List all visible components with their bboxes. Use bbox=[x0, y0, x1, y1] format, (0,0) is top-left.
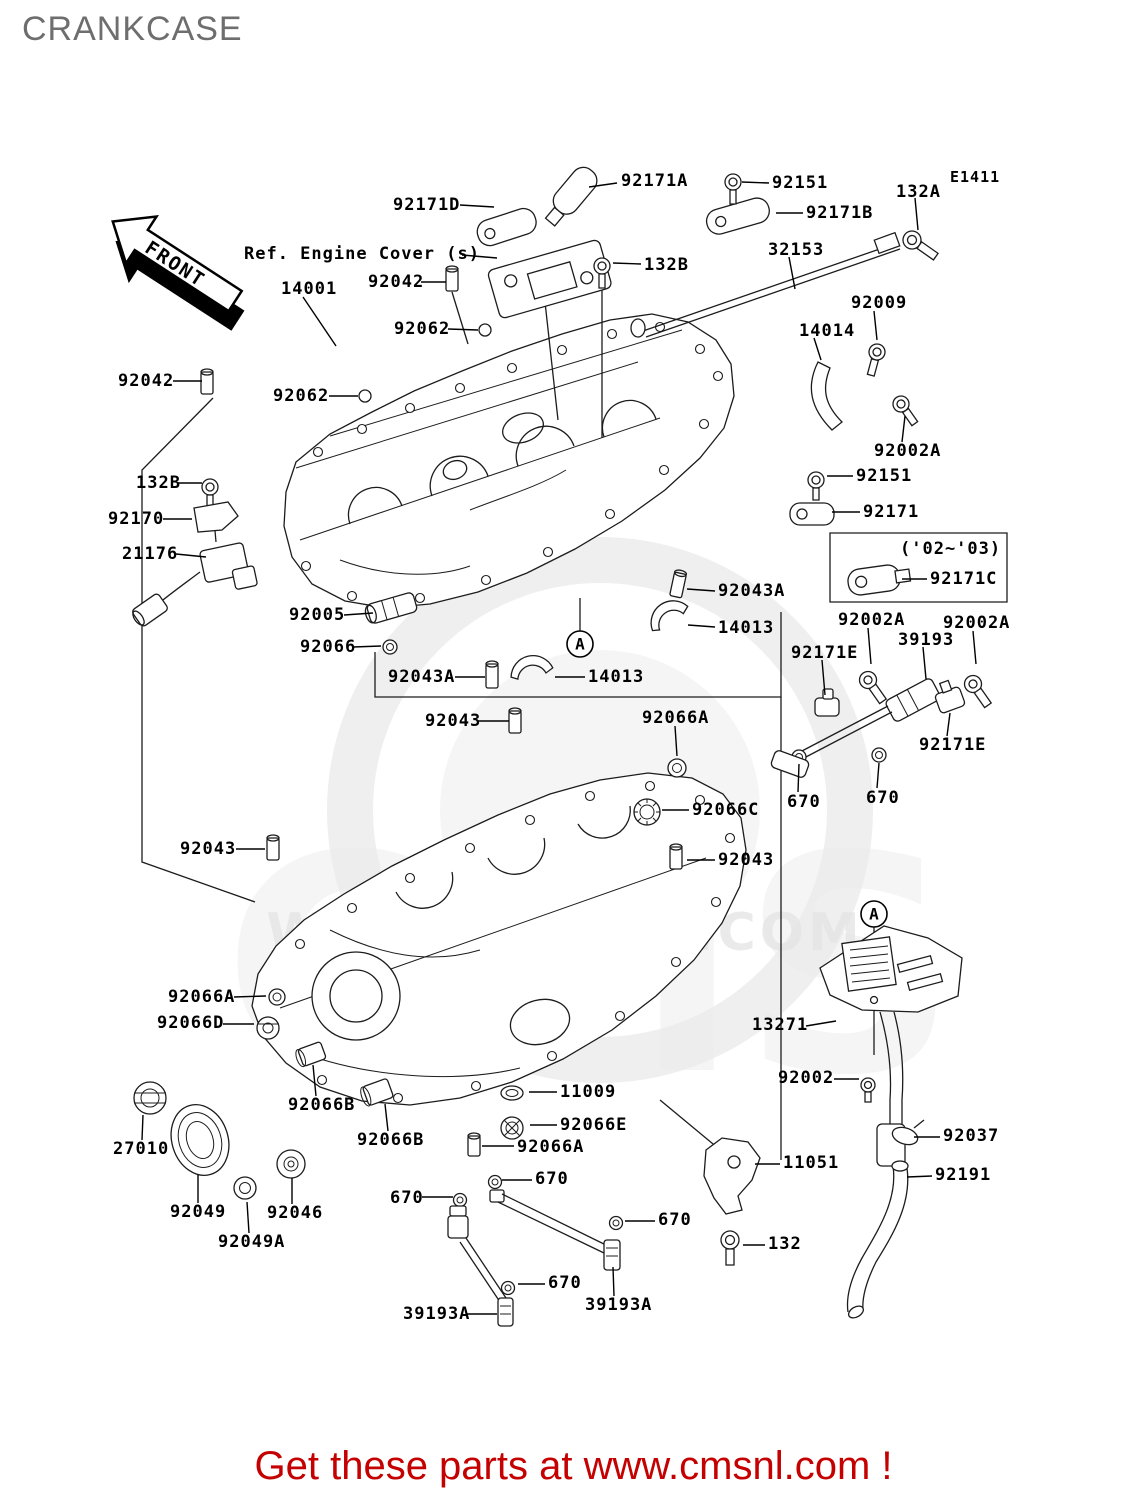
part-label: 92066A bbox=[642, 708, 710, 728]
svg-text:A: A bbox=[575, 635, 585, 654]
part-label: 92066 bbox=[300, 637, 357, 657]
reference-bubbles: AA bbox=[567, 631, 887, 927]
part-label: 14001 bbox=[281, 279, 338, 299]
part-label: 92043 bbox=[425, 711, 482, 731]
part-label: 92043 bbox=[718, 850, 775, 870]
part-label: 670 bbox=[535, 1169, 569, 1189]
part-label: 132 bbox=[768, 1234, 802, 1254]
part-label: 92171 bbox=[863, 502, 920, 522]
part-label: 92191 bbox=[935, 1165, 992, 1185]
part-label: 92171D bbox=[393, 195, 461, 215]
part-label: 92062 bbox=[273, 386, 330, 406]
part-label: 92046 bbox=[267, 1203, 324, 1223]
front-arrow-icon: FRONT bbox=[89, 198, 245, 331]
part-label: 92005 bbox=[289, 605, 346, 625]
part-label: 92066A bbox=[517, 1137, 585, 1157]
part-label: 14013 bbox=[718, 618, 775, 638]
part-label: 92151 bbox=[856, 466, 913, 486]
part-label: 13271 bbox=[752, 1015, 809, 1035]
lower-crankcase-drawing bbox=[252, 773, 746, 1105]
part-label: 92002A bbox=[838, 610, 906, 630]
left-hardware bbox=[130, 479, 418, 654]
part-label: 670 bbox=[548, 1273, 582, 1293]
part-label: 92043A bbox=[718, 581, 786, 601]
part-label: E1411 bbox=[950, 168, 1001, 186]
part-label: 39193 bbox=[898, 630, 955, 650]
part-label: 92049A bbox=[218, 1232, 286, 1252]
part-label: 132B bbox=[136, 473, 181, 493]
part-label: 92066B bbox=[357, 1130, 425, 1150]
part-label: 670 bbox=[658, 1210, 692, 1230]
part-label: 92170 bbox=[108, 509, 165, 529]
part-label: 132A bbox=[896, 182, 941, 202]
part-label: 92043A bbox=[388, 667, 456, 687]
oil-jet-hardware bbox=[448, 1176, 623, 1327]
upper-crankcase-drawing bbox=[284, 314, 734, 608]
part-label: 92009 bbox=[851, 293, 908, 313]
middle-hardware bbox=[267, 569, 692, 869]
part-label: 92066C bbox=[692, 800, 760, 820]
part-label: 92043 bbox=[180, 839, 237, 859]
part-label: 670 bbox=[866, 788, 900, 808]
page-title: CRANKCASE bbox=[22, 10, 243, 48]
top-hardware bbox=[201, 162, 941, 430]
part-label: 27010 bbox=[113, 1139, 170, 1159]
part-label: 14014 bbox=[799, 321, 856, 341]
part-label: 92066A bbox=[168, 987, 236, 1007]
part-label: 21176 bbox=[122, 544, 179, 564]
part-label: 92062 bbox=[394, 319, 451, 339]
part-label: 670 bbox=[787, 792, 821, 812]
part-label: 92171A bbox=[621, 171, 689, 191]
part-label: 14013 bbox=[588, 667, 645, 687]
svg-text:A: A bbox=[869, 905, 879, 924]
part-label: 39193A bbox=[403, 1304, 471, 1324]
part-label: 92066D bbox=[157, 1013, 225, 1033]
part-label: 92066E bbox=[560, 1115, 628, 1135]
part-label: 670 bbox=[390, 1188, 424, 1208]
part-label: 92037 bbox=[943, 1126, 1000, 1146]
part-label: 92066B bbox=[288, 1095, 356, 1115]
part-label: 92042 bbox=[368, 272, 425, 292]
part-label: 92171C bbox=[930, 569, 998, 589]
breather-plate-hardware bbox=[704, 926, 962, 1320]
part-label: 92171E bbox=[791, 643, 859, 663]
footer-link[interactable]: Get these parts at www.cmsnl.com ! bbox=[254, 1444, 893, 1488]
part-label: 92002A bbox=[943, 613, 1011, 633]
part-label: 132B bbox=[644, 255, 689, 275]
part-label: 92002 bbox=[778, 1068, 835, 1088]
part-label: 11009 bbox=[560, 1082, 617, 1102]
part-label: 92049 bbox=[170, 1202, 227, 1222]
part-label: 92002A bbox=[874, 441, 942, 461]
part-label: 92171E bbox=[919, 735, 987, 755]
part-label: Ref. Engine Cover (s) bbox=[244, 244, 480, 264]
right-middle-hardware bbox=[770, 472, 1007, 779]
part-label: ('02~'03) bbox=[900, 539, 1002, 559]
seal-bearing-hardware bbox=[134, 989, 523, 1199]
part-label: 11051 bbox=[783, 1153, 840, 1173]
part-label: 32153 bbox=[768, 240, 825, 260]
part-label: 92171B bbox=[806, 203, 874, 223]
part-label: 92042 bbox=[118, 371, 175, 391]
part-label: 39193A bbox=[585, 1295, 653, 1315]
grouping-lines bbox=[142, 243, 900, 1168]
leader-lines bbox=[142, 182, 976, 1314]
part-label: 92151 bbox=[772, 173, 829, 193]
